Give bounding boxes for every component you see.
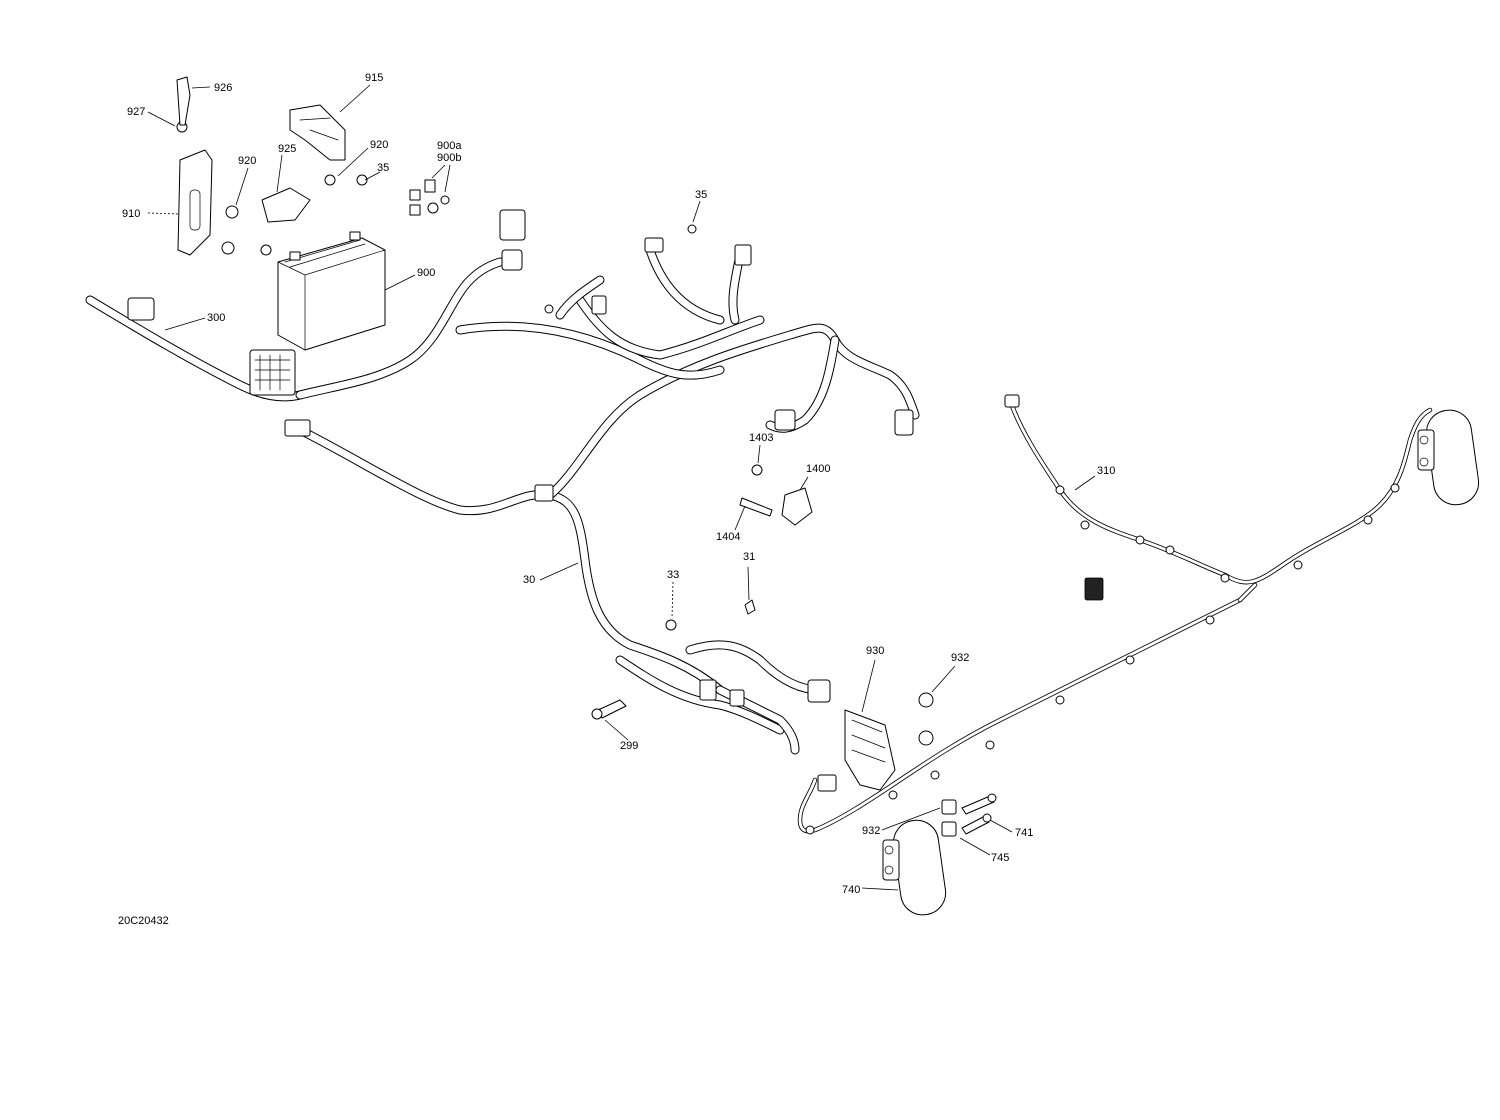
callout-920-right: 920 — [370, 139, 388, 151]
terminal-cover-915 — [261, 104, 368, 223]
callout-300: 300 — [207, 312, 225, 324]
taillight-right — [1417, 409, 1480, 506]
callout-900: 900 — [417, 267, 435, 279]
callout-920-left: 920 — [238, 155, 256, 167]
callout-310: 310 — [1097, 465, 1115, 477]
tail-harness-310 — [797, 394, 1433, 835]
callout-900b: 900b — [437, 152, 461, 164]
bracket-910 — [176, 76, 272, 256]
callout-299: 299 — [620, 740, 638, 752]
harness-connectors — [127, 209, 914, 707]
callout-927: 927 — [127, 106, 145, 118]
callout-31: 31 — [743, 551, 755, 563]
callout-35-top: 35 — [377, 162, 389, 174]
callout-932-bottom: 932 — [862, 825, 880, 837]
fasteners-741-745 — [941, 793, 997, 837]
callout-1404: 1404 — [716, 531, 740, 543]
callout-740: 740 — [842, 884, 860, 896]
nut-33 — [665, 619, 677, 631]
document-id: 20C20432 — [118, 915, 169, 927]
callout-930: 930 — [866, 645, 884, 657]
main-harness-30 — [85, 245, 920, 755]
callout-labels: 926 927 910 920 915 920 925 35 900a 900b… — [122, 72, 1115, 896]
connector-300 — [127, 297, 155, 321]
leader-lines — [147, 84, 1096, 891]
callout-1403: 1403 — [749, 432, 773, 444]
taillight-740 — [882, 819, 947, 916]
callout-926: 926 — [214, 82, 232, 94]
nut-35-top — [687, 224, 697, 234]
connector-mid — [774, 409, 796, 431]
callout-925: 925 — [278, 143, 296, 155]
harness-connector-top — [499, 209, 526, 241]
small-hardware — [544, 224, 1104, 720]
main-connector — [249, 349, 296, 396]
connector-left — [284, 419, 311, 437]
relay-connector — [1084, 577, 1104, 601]
callout-910: 910 — [122, 208, 140, 220]
bolts-900a-900b — [409, 179, 450, 216]
bolt-31 — [744, 599, 756, 615]
callout-915: 915 — [365, 72, 383, 84]
control-module-930 — [844, 692, 934, 791]
battery-900 — [277, 231, 386, 351]
callout-35-harness: 35 — [695, 189, 707, 201]
sensor-1400 — [739, 464, 813, 526]
callout-741: 741 — [1015, 827, 1033, 839]
callout-33: 33 — [667, 569, 679, 581]
callout-745: 745 — [991, 852, 1009, 864]
callout-900a: 900a — [437, 140, 462, 152]
callout-1400: 1400 — [806, 463, 830, 475]
callout-932-top: 932 — [951, 652, 969, 664]
callout-30: 30 — [523, 574, 535, 586]
